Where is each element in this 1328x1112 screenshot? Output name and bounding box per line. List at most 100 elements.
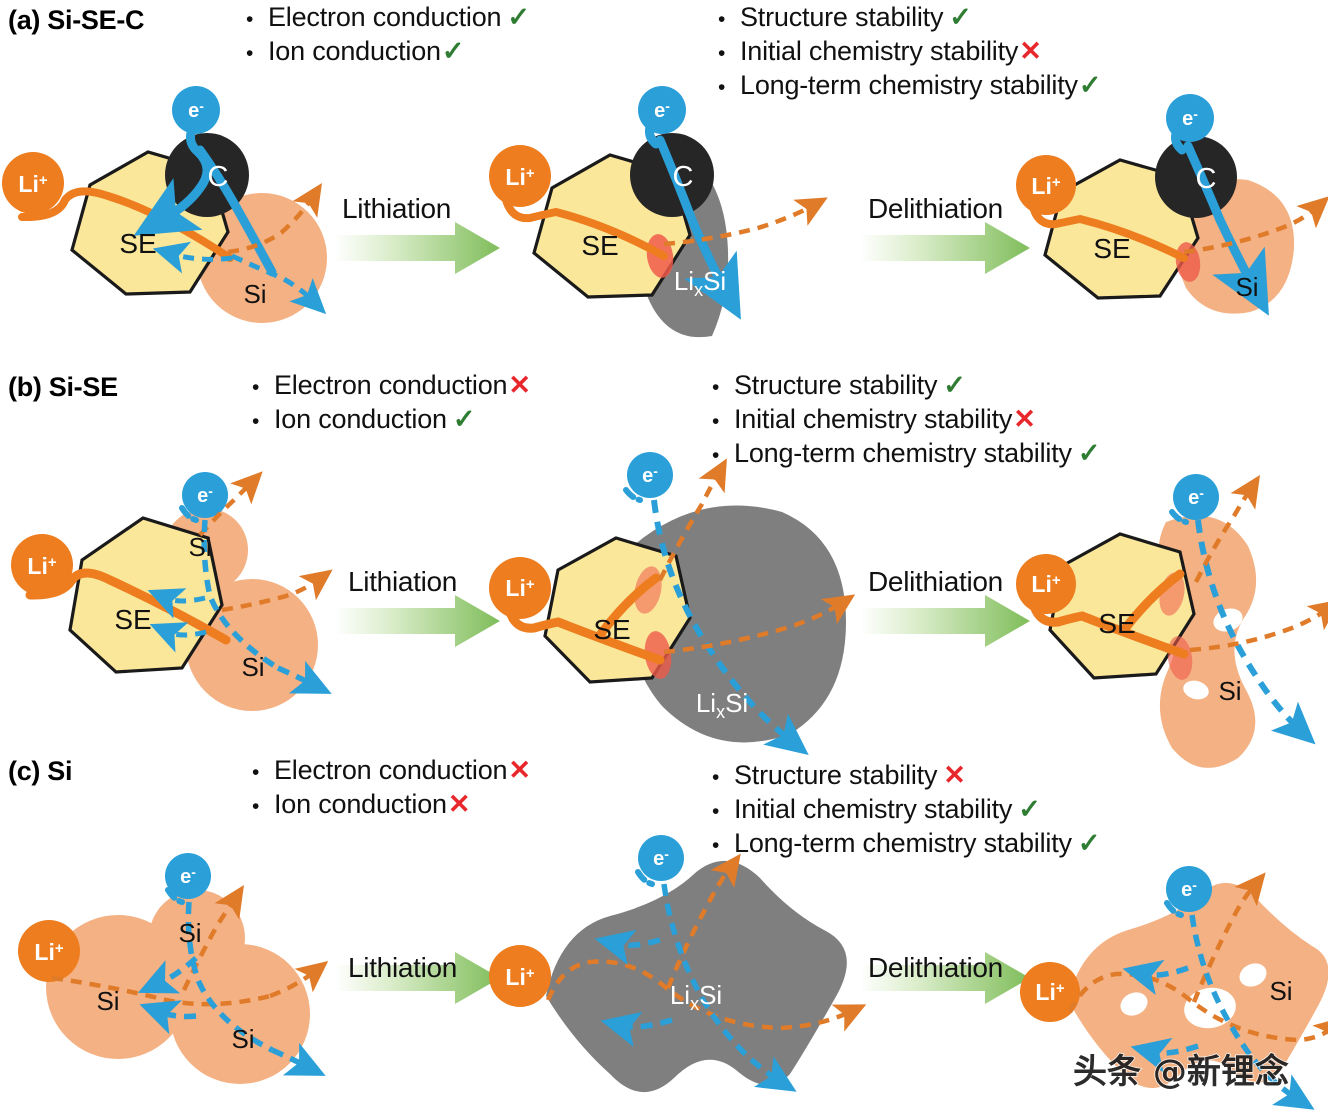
cross-icon: ✕	[508, 755, 531, 785]
check-icon: ✓	[452, 404, 476, 434]
bullets-left-c: • Electron conduction ✕ • Ion conduction…	[252, 755, 531, 823]
se-label: SE	[119, 228, 156, 259]
electron	[1166, 94, 1214, 142]
bullet-item: • Ion conduction ✓	[246, 36, 530, 67]
electron	[165, 853, 211, 899]
si-label: Si	[1269, 976, 1292, 1006]
check-icon: ✓	[507, 2, 530, 32]
carbon-label: C	[1196, 163, 1217, 195]
lixsi-particle	[546, 860, 847, 1093]
lithiation-label-c: Lithiation	[348, 952, 458, 983]
cross-icon: ✕	[1013, 404, 1036, 434]
check-icon: ✓	[1077, 828, 1101, 858]
panel-label-a: (a) Si-SE-C	[8, 5, 145, 35]
bullet-label: Ion conduction	[274, 789, 447, 819]
electron	[1166, 866, 1212, 912]
lithium-ion	[489, 145, 551, 207]
lithiation-arrow-row-a	[335, 222, 500, 274]
bullet-label: Ion conduction	[268, 36, 441, 66]
row-c-stage-3	[1020, 866, 1328, 1110]
si-label: Si	[96, 986, 119, 1016]
lithium-ion	[1020, 962, 1080, 1022]
bullet-label: Electron conduction	[274, 755, 508, 785]
check-icon: ✓	[1018, 794, 1041, 824]
lithium-ion	[1016, 554, 1076, 614]
lithium-ion	[489, 557, 551, 619]
bullet-label: Initial chemistry stability	[734, 404, 1013, 434]
lithium-ion	[11, 534, 73, 596]
electron	[638, 835, 684, 881]
row-b-stage-3	[1016, 474, 1328, 768]
row-a-stage-3	[1016, 94, 1328, 316]
row-c-stage-1	[18, 853, 329, 1084]
bullet-label: Long-term chemistry stability	[734, 438, 1072, 468]
bullet-label: Structure stability	[740, 2, 944, 32]
electron	[182, 472, 228, 518]
si-label: Si	[241, 652, 264, 682]
bullet-dot-icon: •	[718, 8, 726, 31]
cross-icon: ✕	[508, 370, 531, 400]
bullet-label: Structure stability	[734, 370, 938, 400]
si-label: Si	[178, 918, 201, 948]
si-label: Si	[231, 1024, 254, 1054]
check-icon: ✓	[949, 2, 972, 32]
check-icon: ✓	[943, 370, 966, 400]
check-icon: ✓	[1077, 438, 1101, 468]
bullet-label: Initial chemistry stability	[740, 36, 1019, 66]
bullet-item: • Ion conduction ✓	[252, 404, 531, 435]
bullets-left-a: • Electron conduction ✓ • Ion conduction…	[246, 2, 530, 70]
bullets-right-a: • Structure stability ✓ • Initial chemis…	[718, 2, 1101, 104]
lithium-ion	[18, 920, 80, 982]
bullet-item: • Structure stability ✓	[712, 370, 1100, 401]
watermark: 头条 @新锂念	[1072, 1051, 1289, 1093]
lixsi-particle	[624, 505, 846, 743]
bullet-item: • Long-term chemistry stability ✓	[712, 438, 1100, 469]
row-b-stage-1	[11, 471, 333, 711]
panel-label-b: (b) Si-SE	[8, 372, 118, 402]
bullet-dot-icon: •	[252, 410, 260, 433]
delithiation-arrow-row-b	[860, 595, 1030, 647]
bullets-left-b: • Electron conduction ✕ • Ion conduction…	[252, 370, 531, 438]
row-a-stage-1	[2, 86, 327, 323]
se-label: SE	[581, 230, 618, 261]
bullet-label: Structure stability	[734, 760, 938, 790]
delithiation-label-a: Delithiation	[868, 193, 1003, 224]
row-a-stage-2	[489, 86, 828, 338]
electron	[627, 452, 673, 498]
delithiation-label-c: Delithiation	[868, 952, 1003, 983]
lithium-ion-label: Li+	[505, 575, 534, 601]
lithium-ion	[1016, 155, 1076, 215]
bullet-label: Long-term chemistry stability	[740, 70, 1078, 100]
lithiation-arrow-row-c	[335, 952, 500, 1004]
carbon-label: C	[673, 161, 694, 193]
bullet-item: • Structure stability ✓	[718, 2, 1101, 33]
si-label: Si	[243, 279, 266, 309]
check-icon: ✓	[441, 36, 465, 66]
lithium-ion	[489, 945, 551, 1007]
lithium-ion-label: Li+	[1031, 173, 1060, 199]
se-label: SE	[593, 614, 630, 645]
si-label: Si	[1235, 272, 1258, 302]
bullet-item: • Initial chemistry stability ✓	[712, 794, 1100, 825]
lithium-ion	[2, 152, 64, 214]
cross-icon: ✕	[447, 789, 471, 819]
bullet-label: Ion conduction	[274, 404, 447, 434]
cross-icon: ✕	[1019, 36, 1042, 66]
bullet-dot-icon: •	[718, 76, 726, 99]
bullets-right-c: • Structure stability ✕ • Initial chemis…	[712, 760, 1100, 862]
bullet-item: • Structure stability ✕	[712, 760, 1100, 791]
si-label: Si	[188, 532, 211, 562]
bullet-dot-icon: •	[252, 761, 260, 784]
bullet-item: • Ion conduction ✕	[252, 789, 531, 820]
carbon-label: C	[208, 161, 229, 193]
cross-icon: ✕	[943, 760, 966, 790]
delithiation-label-b: Delithiation	[868, 566, 1003, 597]
bullet-dot-icon: •	[712, 766, 720, 789]
delithiation-arrow-row-c	[860, 952, 1030, 1004]
electron	[1173, 474, 1219, 520]
bullet-dot-icon: •	[246, 42, 254, 65]
bullet-label: Initial chemistry stability	[734, 794, 1013, 824]
bullet-item: • Initial chemistry stability ✕	[712, 404, 1100, 435]
